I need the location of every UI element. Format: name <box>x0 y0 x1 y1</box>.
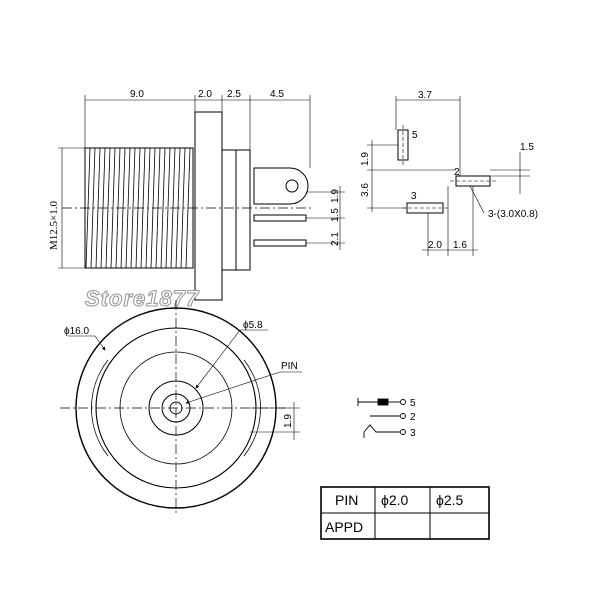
pin-lower <box>253 239 307 247</box>
dim-collar: 2.5 <box>227 89 241 100</box>
front-pin-label: PIN <box>281 361 298 372</box>
table-header-pin: PIN <box>335 492 358 508</box>
dim-inner-diameter: ϕ5.8 <box>243 320 263 331</box>
pcb-dim-20: 2.0 <box>428 240 442 251</box>
pin-upper <box>253 214 307 222</box>
pcb-pin3-label: 3 <box>411 191 417 202</box>
pad-3 <box>406 202 444 214</box>
dim-outer-diameter: ϕ16.0 <box>64 326 90 337</box>
dim-pin-offset-top: 1.9 <box>330 189 341 203</box>
front-view <box>60 300 302 515</box>
schematic-pin2: 2 <box>410 412 416 423</box>
pin-table <box>320 486 490 540</box>
pcb-dim-36: 3.6 <box>360 183 371 197</box>
dim-front-offset: 1.9 <box>283 414 294 428</box>
table-header-25: ϕ2.5 <box>436 492 464 508</box>
pcb-dim-width: 3.7 <box>418 90 432 101</box>
dim-body-length: 9.0 <box>130 89 144 100</box>
schematic-pin3: 3 <box>410 428 416 439</box>
schematic-symbol <box>357 398 406 438</box>
dim-terminal-tab: 4.5 <box>270 89 284 100</box>
pcb-pin2-label: 2 <box>454 167 460 178</box>
terminal-tab <box>253 167 309 205</box>
dim-flange: 2.0 <box>198 89 212 100</box>
table-row-appd: APPD <box>325 519 363 535</box>
pad-2 <box>455 175 491 187</box>
schematic-pin5: 5 <box>410 398 416 409</box>
table-header-20: ϕ2.0 <box>381 492 409 508</box>
terminal-hole <box>285 179 299 193</box>
dim-thread: M12.5×1.0 <box>48 201 60 250</box>
pcb-pin5-label: 5 <box>412 130 418 141</box>
watermark-text: Store1877 <box>85 286 200 311</box>
side-view <box>58 95 345 301</box>
dim-pin-spacing-b: 2.1 <box>330 232 341 246</box>
pcb-slot-label: 3-(3.0X0.8) <box>488 209 538 220</box>
pcb-footprint <box>367 96 530 256</box>
pcb-dim-16: 1.6 <box>453 240 467 251</box>
dim-pin-spacing-a: 1.5 <box>330 208 341 222</box>
pcb-dim-19: 1.9 <box>360 152 371 166</box>
pcb-dim-15: 1.5 <box>520 142 534 153</box>
flange <box>194 111 223 301</box>
